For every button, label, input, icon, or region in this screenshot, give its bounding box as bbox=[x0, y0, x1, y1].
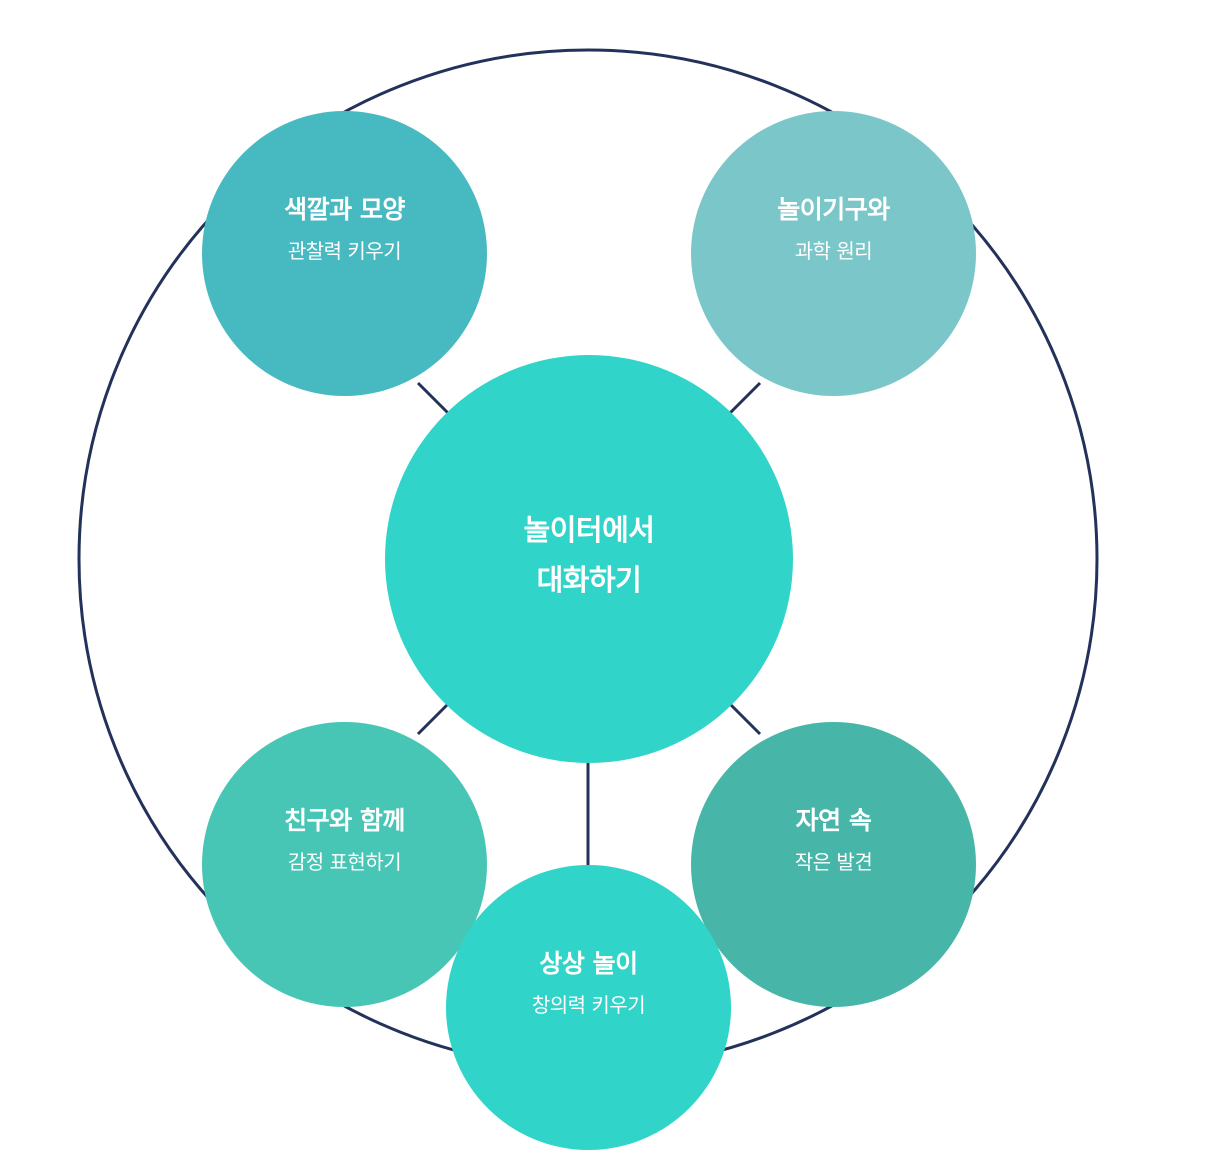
center-node-line2: 대화하기 bbox=[536, 563, 642, 597]
node-top-right: 놀이기구와 과학 원리 bbox=[691, 111, 976, 396]
node-bottom-right-subtitle: 작은 발견 bbox=[794, 849, 873, 874]
node-bottom-right-title: 자연 속 bbox=[795, 805, 872, 835]
node-top-left: 색깔과 모양 관찰력 키우기 bbox=[202, 111, 487, 396]
center-node: 놀이터에서 대화하기 bbox=[385, 355, 793, 763]
node-bottom-title: 상상 놀이 bbox=[539, 948, 638, 978]
node-bottom: 상상 놀이 창의력 키우기 bbox=[446, 865, 731, 1150]
node-bottom-left-title: 친구와 함께 bbox=[284, 805, 405, 835]
node-top-left-subtitle: 관찰력 키우기 bbox=[287, 238, 402, 263]
node-top-right-subtitle: 과학 원리 bbox=[794, 238, 873, 263]
node-top-right-title: 놀이기구와 bbox=[777, 194, 890, 224]
node-bottom-left: 친구와 함께 감정 표현하기 bbox=[202, 722, 487, 1007]
node-bottom-left-subtitle: 감정 표현하기 bbox=[287, 849, 402, 874]
center-node-line1: 놀이터에서 bbox=[523, 513, 655, 547]
node-top-left-title: 색깔과 모양 bbox=[284, 194, 405, 224]
node-bottom-right: 자연 속 작은 발견 bbox=[691, 722, 976, 1007]
node-bottom-subtitle: 창의력 키우기 bbox=[531, 992, 646, 1017]
